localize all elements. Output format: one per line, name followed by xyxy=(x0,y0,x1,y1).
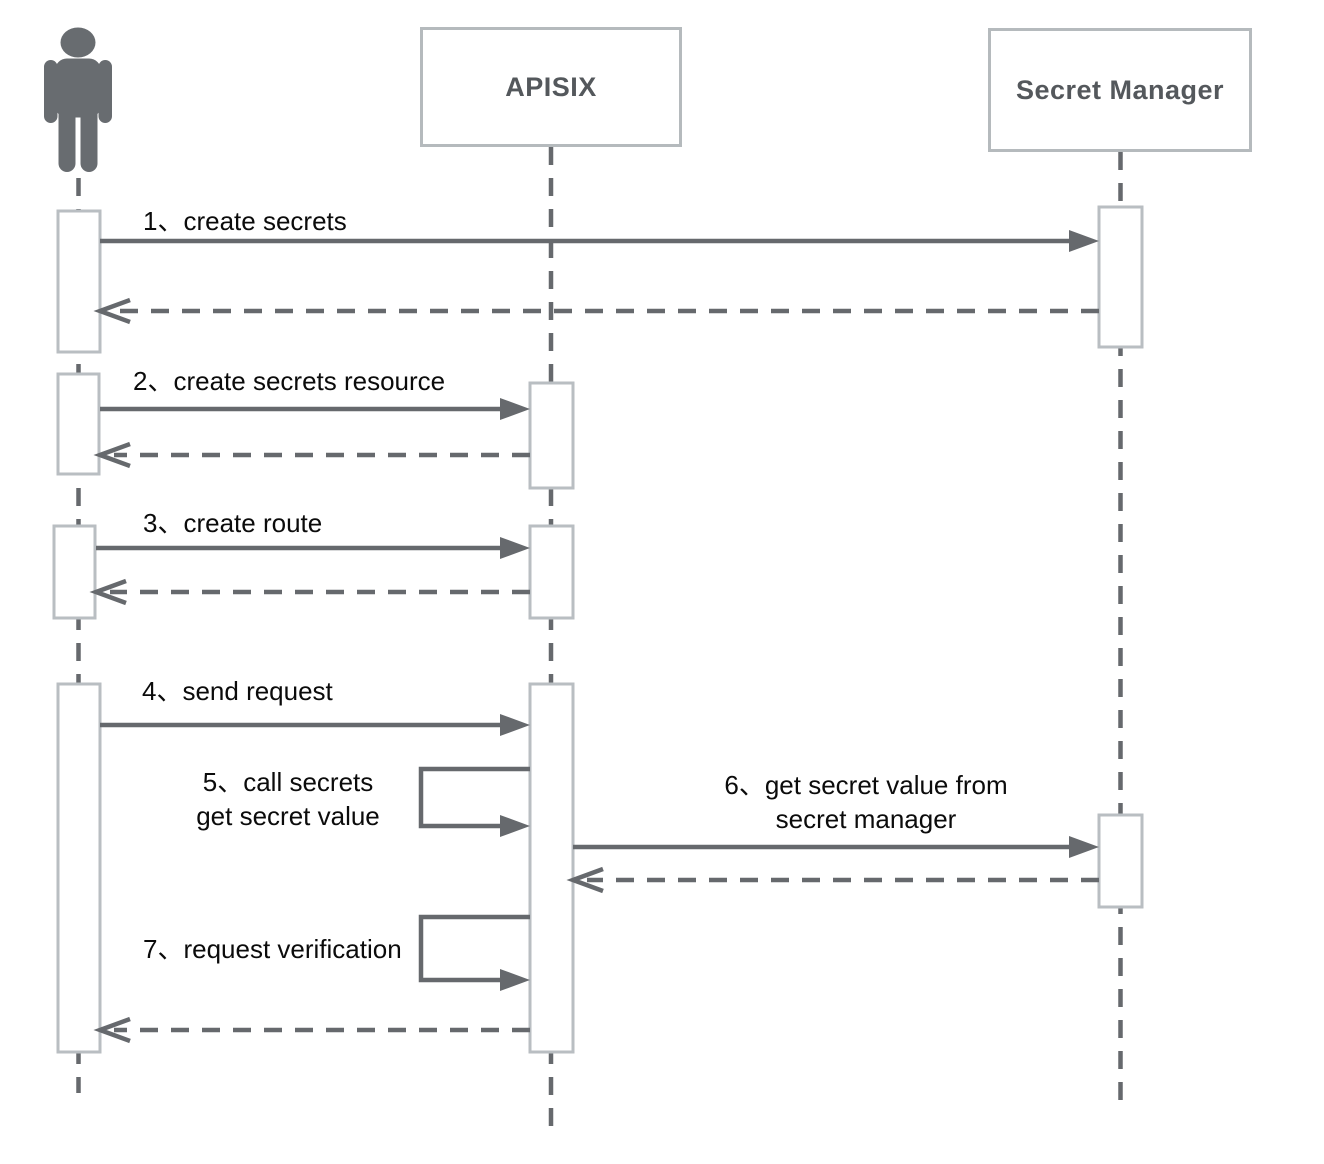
message-arrows xyxy=(96,230,1099,991)
arrow-msg5-self-call-loop xyxy=(418,766,530,837)
person-leg-right xyxy=(80,87,98,172)
message-label-5-line2: get secret value xyxy=(196,801,380,831)
person-arm-left xyxy=(44,60,58,123)
message-label-5: 5、call secrets get secret value xyxy=(148,765,428,833)
message-label-1: 1、create secrets xyxy=(143,206,347,236)
actor-label-secret-manager: Secret Manager xyxy=(1015,74,1225,105)
return-msg3 xyxy=(89,578,530,606)
activation-bars xyxy=(52,205,1144,1054)
person-head xyxy=(60,27,96,58)
arrow-msg1-create-secrets xyxy=(100,230,1099,252)
person-arm-right xyxy=(98,60,112,123)
activation-secret-6 xyxy=(1097,813,1144,909)
lifelines xyxy=(76,147,1123,1128)
message-label-3: 3、create route xyxy=(143,508,323,538)
activation-user-1 xyxy=(56,209,102,354)
return-msg2 xyxy=(93,441,530,469)
message-label-6: 6、get secret value from secret manager xyxy=(714,768,1018,836)
message-label-4: 4、send request xyxy=(142,676,333,706)
message-label-7: 7、request verification xyxy=(143,934,402,964)
activation-user-3 xyxy=(52,524,97,620)
message-label-2: 2、create secrets resource xyxy=(133,366,446,396)
activation-user-2 xyxy=(56,372,101,476)
activation-apisix-2 xyxy=(528,381,575,490)
arrow-msg6-get-secret-value xyxy=(573,836,1099,858)
user-actor-icon xyxy=(44,27,112,172)
activation-apisix-3 xyxy=(528,524,575,620)
return-arrows xyxy=(89,297,1099,1044)
return-final xyxy=(93,1016,530,1044)
arrow-msg7-self-call-loop xyxy=(418,914,530,991)
activation-secret-1 xyxy=(1097,205,1144,349)
activation-user-4 xyxy=(56,682,102,1054)
message-label-6-line1: 6、get secret value from xyxy=(724,770,1008,800)
arrow-msg4-send-request xyxy=(100,714,530,736)
arrow-msg2-create-secrets-resource xyxy=(100,398,530,420)
activation-apisix-4 xyxy=(528,682,575,1054)
message-label-6-line2: secret manager xyxy=(775,804,957,834)
return-msg6 xyxy=(566,866,1099,894)
person-leg-left xyxy=(58,87,76,172)
actor-box-apisix: APISIX xyxy=(420,27,682,147)
actor-box-secret-manager: Secret Manager xyxy=(988,28,1252,152)
message-label-5-line1: 5、call secrets xyxy=(202,767,374,797)
actor-label-apisix: APISIX xyxy=(505,71,597,102)
return-msg1 xyxy=(93,297,1099,325)
arrow-msg3-create-route xyxy=(96,537,530,559)
